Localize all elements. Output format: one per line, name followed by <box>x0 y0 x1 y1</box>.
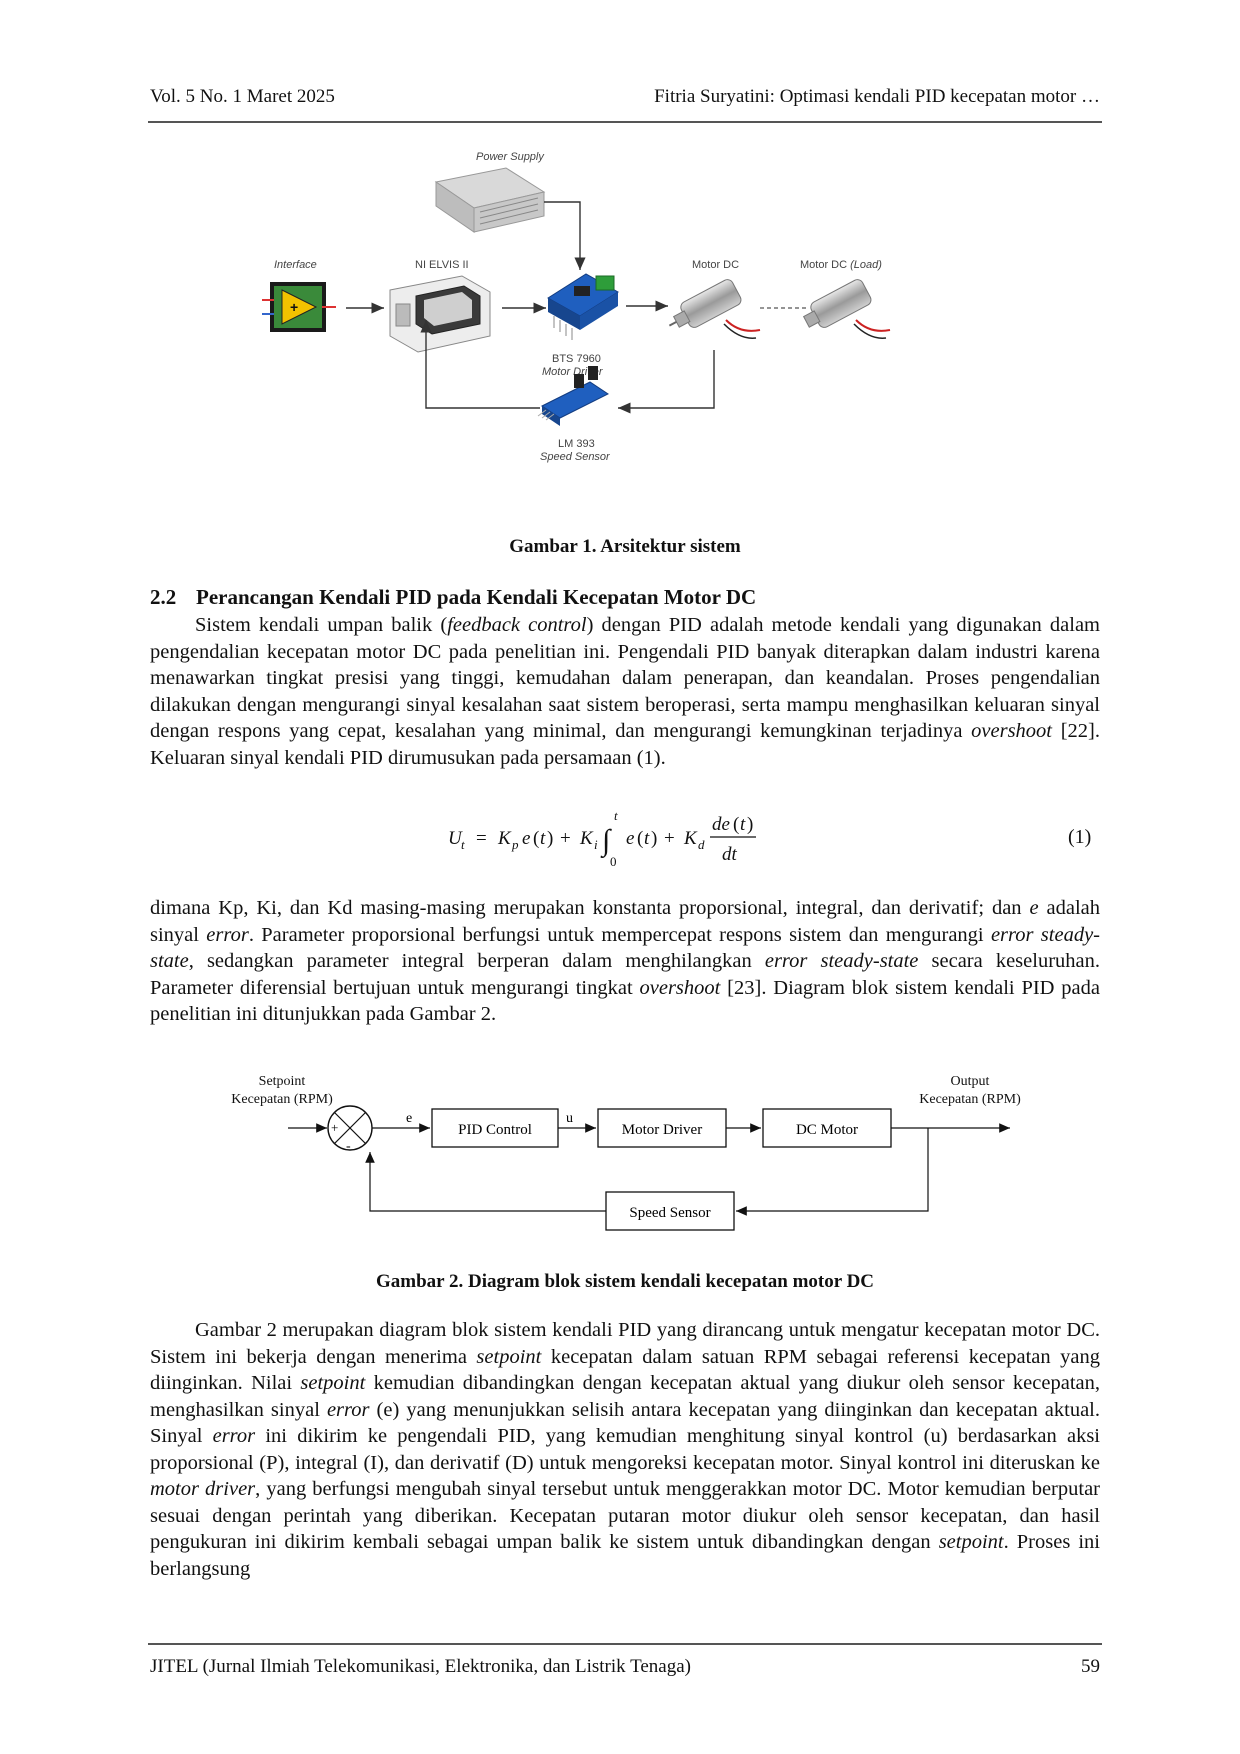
section-title: Perancangan Kendali PID pada Kendali Kec… <box>196 585 757 609</box>
svg-text:U: U <box>448 828 463 849</box>
svg-text:dt: dt <box>722 844 738 865</box>
svg-text:0: 0 <box>610 854 617 869</box>
arrow-motor-to-sensor <box>736 1128 929 1216</box>
speed-sensor-block <box>605 1191 735 1231</box>
equation-number: (1) <box>1068 826 1092 848</box>
ni-elvis-image <box>389 275 491 353</box>
bts7960-driver-image <box>547 273 619 340</box>
arrow-power-to-driver <box>544 201 586 270</box>
svg-text:t: t <box>644 828 650 849</box>
svg-text:+: + <box>664 828 675 849</box>
header-rule <box>148 121 1102 123</box>
sum-minus-sign: - <box>346 1139 351 1154</box>
lm393-sensor-image <box>537 366 609 426</box>
signal-u-label: u <box>566 1111 573 1126</box>
dc-motor-label: DC Motor <box>796 1122 858 1138</box>
svg-text:t: t <box>614 808 618 823</box>
section-heading: 2.2 Perancangan Kendali PID pada Kendali … <box>150 585 1100 610</box>
svg-text:): ) <box>651 828 657 849</box>
motor-driver-block <box>597 1108 727 1148</box>
pid-control-label: PID Control <box>458 1122 532 1138</box>
label-power-supply: Power Supply <box>476 151 545 163</box>
setpoint-label-2: Kecepatan (RPM) <box>231 1092 333 1107</box>
svg-text:+: + <box>560 828 571 849</box>
figure-2-caption: Gambar 2. Diagram blok sistem kendali ke… <box>375 1271 875 1292</box>
running-footer: JITEL (Jurnal Ilmiah Telekomunikasi, Ele… <box>150 1656 1100 1678</box>
label-motor-dc-load: Motor DC (Load) <box>800 259 882 271</box>
motor-dc-image <box>668 279 761 339</box>
figure-1-caption: Gambar 1. Arsitektur sistem <box>509 536 741 557</box>
label-motor-dc: Motor DC <box>692 259 739 271</box>
svg-text:K: K <box>683 828 698 849</box>
svg-text:t: t <box>740 814 746 835</box>
sum-plus-sign: + <box>331 1120 338 1135</box>
signal-e-label: e <box>406 1111 412 1126</box>
svg-text:): ) <box>747 814 753 835</box>
figure-2-block-diagram: Setpoint Kecepatan (RPM) Output Kecepata… <box>231 1074 1021 1231</box>
svg-text:(: ( <box>637 828 643 849</box>
arrow-feedback <box>365 1152 606 1212</box>
paragraph-3: Gambar 2 merupakan diagram blok sistem k… <box>150 1319 1100 1580</box>
speed-sensor-label: Speed Sensor <box>629 1205 710 1221</box>
arrow-sensor-to-elvis <box>420 320 540 409</box>
svg-text:): ) <box>547 828 553 849</box>
label-bts7960: BTS 7960 <box>552 353 601 365</box>
svg-text:e: e <box>626 828 634 849</box>
paragraph-1: Sistem kendali umpan balik (feedback con… <box>150 614 1100 769</box>
svg-text:p: p <box>511 837 519 852</box>
footer-rule <box>148 1643 1102 1645</box>
svg-text:=: = <box>476 828 487 849</box>
svg-text:(: ( <box>533 828 539 849</box>
dc-motor-block <box>762 1108 892 1148</box>
svg-text:d: d <box>698 837 705 852</box>
svg-text:t: t <box>461 837 465 852</box>
output-label-1: Output <box>951 1074 990 1089</box>
setpoint-label-1: Setpoint <box>259 1074 306 1089</box>
running-header: Vol. 5 No. 1 Maret 2025 Fitria Suryatini… <box>150 86 1100 108</box>
label-interface: Interface <box>274 259 317 271</box>
labview-icon: + <box>262 282 336 332</box>
svg-text:(: ( <box>733 814 739 835</box>
svg-text:de: de <box>712 814 730 835</box>
svg-text:K: K <box>497 828 512 849</box>
header-volume: Vol. 5 No. 1 Maret 2025 <box>150 86 335 107</box>
footer-journal: JITEL (Jurnal Ilmiah Telekomunikasi, Ele… <box>150 1656 691 1677</box>
svg-text:+: + <box>290 299 298 315</box>
page-number: 59 <box>1081 1656 1100 1677</box>
power-supply-image <box>434 167 546 233</box>
label-lm393: LM 393 <box>558 438 595 450</box>
arrow-motor-to-sensor <box>618 350 715 414</box>
label-speed-sensor: Speed Sensor <box>540 451 611 463</box>
motor-driver-label: Motor Driver <box>622 1122 702 1138</box>
pid-control-block <box>431 1108 559 1148</box>
figure-1-architecture: Power Supply Interface + NI ELVIS II <box>262 151 891 463</box>
label-ni-elvis: NI ELVIS II <box>415 259 469 271</box>
svg-text:e: e <box>522 828 530 849</box>
svg-text:t: t <box>540 828 546 849</box>
svg-text:i: i <box>594 837 598 852</box>
paragraph-2: dimana Kp, Ki, dan Kd masing-masing meru… <box>150 897 1101 1025</box>
output-label-2: Kecepatan (RPM) <box>919 1092 1021 1107</box>
header-title: Fitria Suryatini: Optimasi kendali PID k… <box>654 86 1100 107</box>
section-number: 2.2 <box>150 585 177 609</box>
svg-text:K: K <box>579 828 594 849</box>
svg-text:∫: ∫ <box>600 824 612 859</box>
motor-dc-load-image <box>802 279 891 339</box>
